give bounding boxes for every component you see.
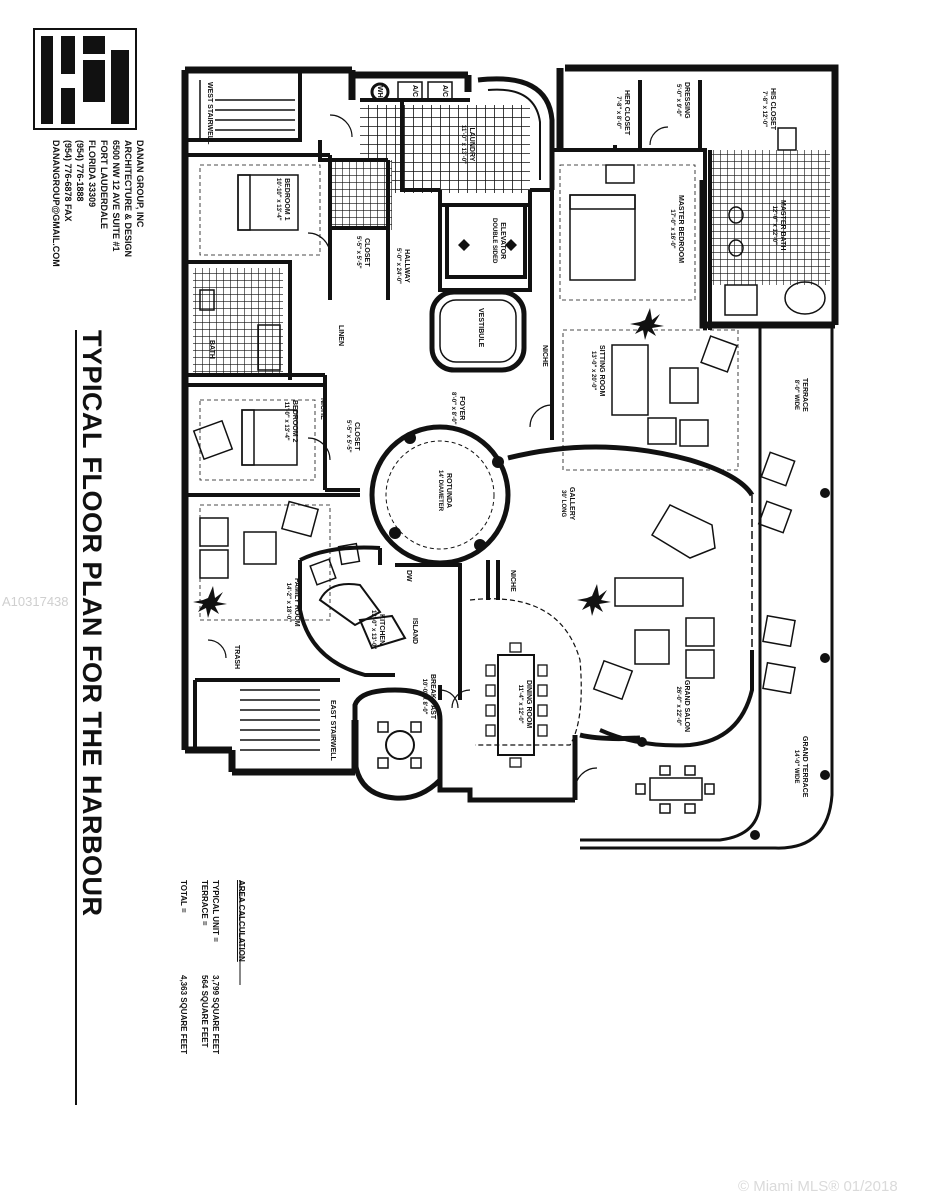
kitchen-name: KITCHEN (378, 614, 385, 646)
bedroom1-dim: 10'-10" x 13'-4" (275, 178, 281, 221)
area-row-total-value: 4,363 SQUARE FEET (179, 975, 188, 1055)
rotunda-name: ROTUNDA (445, 473, 452, 509)
hallway-dim: 5'-0" x 24'-0" (395, 248, 401, 284)
bedroom1-name: BEDROOM 1 (283, 178, 290, 221)
master-bedroom-label: MASTER BEDROOM 17'-0" x 16'-0" (668, 195, 684, 263)
niche-label-2: NICHE (541, 345, 548, 367)
grand-salon-label: GRAND SALON 26'-0" x 22'-0" (674, 680, 690, 732)
elevator-dim: DOUBLE SIDED (491, 218, 497, 264)
grand-terrace-name: GRAND TERRACE (801, 736, 808, 798)
area-row-unit-label: TYPICAL UNIT = (211, 880, 220, 942)
wh-label: WH (376, 86, 383, 98)
master-bath-dim: 12'-0" x 12'-0" (771, 205, 777, 245)
dining-room-dim: 11'-4" x 12'-0" (517, 684, 523, 724)
niche-label-1: NICHE (509, 570, 516, 592)
area-heading: AREA CALCULATION (237, 880, 246, 962)
her-closet-name: HER CLOSET (623, 90, 630, 136)
niche-label-3: NICHE (319, 398, 326, 420)
bedroom1-label: BEDROOM 1 10'-10" x 13'-4" (274, 178, 290, 221)
grand-terrace-label: GRAND TERRACE 14'-0" WIDE (792, 736, 808, 797)
grand-salon-dim: 26'-0" x 22'-0" (675, 686, 681, 726)
rotunda-label: ROTUNDA 14' DIAMETER (436, 470, 452, 511)
grand-salon-name: GRAND SALON (683, 680, 690, 733)
bedroom2-label: BEDROOM 2 11'-0" x 13'-4" (282, 400, 298, 442)
closet1-label: CLOSET 5'-5" x 5'-5" (354, 236, 370, 269)
hallway-name: HALLWAY (403, 249, 410, 283)
gallery-dim: 30' LONG (560, 490, 566, 518)
bedroom2-name: BEDROOM 2 (291, 400, 298, 443)
master-bath-label: MASTER BATH 12'-0" x 12'-0" (770, 200, 786, 250)
linen-label: LINEN (337, 325, 344, 346)
sitting-room-label: SITTING ROOM 13'-0" x 20'-0" (589, 345, 605, 396)
his-closet-label: HIS CLOSET 7'-8" x 12'-0" (760, 88, 776, 130)
dressing-name: DRESSING (683, 82, 690, 119)
kitchen-label: KITCHEN 13'-0" x 13'-0" (369, 610, 385, 649)
terrace-dim: 8'-0" WIDE (793, 379, 799, 411)
mls-copyright-stamp: © Miami MLS® 01/2018 (738, 1178, 898, 1195)
laundry-dim: 11'-0" x 13'-0" (460, 125, 466, 164)
closet-tile (332, 160, 392, 230)
rotunda-dim: 14' DIAMETER (437, 470, 443, 512)
ac-label-1: A/C (411, 85, 418, 98)
area-row-terrace-value: 564 SQUARE FEET (200, 975, 209, 1048)
foyer-label: FOYER 8'-0" x 8'-0" (449, 392, 465, 425)
breakfast-label: BREAK-FAST 10'-0" x 8'-0" (420, 674, 436, 719)
gallery-label: GALLERY 30' LONG (559, 487, 575, 520)
bath-tile (193, 268, 283, 373)
bedroom2-dim: 11'-0" x 13'-4" (283, 401, 289, 441)
closet1-name: CLOSET (363, 238, 370, 267)
terrace-name: TERRACE (801, 378, 808, 412)
listing-id-stamp: A10317438 (2, 594, 69, 609)
his-closet-name: HIS CLOSET (769, 88, 776, 131)
west-stairwell-label: WEST STAIRWELL (206, 82, 213, 145)
laundry-label: LAUNDRY 11'-0" x 13'-0" (459, 125, 475, 164)
east-stairwell-label: EAST STAIRWELL (329, 700, 336, 761)
dressing-dim: 5'-0" x 9'-0" (675, 84, 681, 117)
laundry-name: LAUNDRY (468, 127, 475, 162)
foyer-dim: 8'-0" x 8'-0" (450, 392, 456, 425)
dining-room-name: DINING ROOM (525, 680, 532, 729)
title-rule (75, 330, 77, 1105)
closet2-label: CLOSET 5'-5" x 5'-5" (344, 420, 360, 453)
firm-logo (33, 28, 137, 130)
bath-label: BATH (208, 340, 215, 359)
hallway-label: HALLWAY 5'-0" x 24'-0" (394, 248, 410, 284)
elevator-label: ELEVATOR DOUBLE SIDED (490, 218, 506, 263)
dw-label: DW (405, 570, 412, 582)
area-row-total-label: TOTAL = (179, 880, 188, 913)
trash-label: TRASH (233, 645, 240, 670)
master-bedroom-dim: 17'-0" x 16'-0" (669, 209, 675, 249)
master-bath-name: MASTER BATH (779, 200, 786, 251)
master-bath-tile (712, 150, 830, 285)
master-bedroom-name: MASTER BEDROOM (677, 195, 684, 264)
sitting-room-dim: 13'-0" x 20'-0" (590, 351, 596, 391)
closet2-dim: 5'-5" x 5'-5" (345, 420, 351, 453)
island-label: ISLAND (411, 618, 418, 645)
breakfast-dim: 10'-0" x 8'-0" (421, 678, 427, 715)
elevator-name: ELEVATOR (499, 222, 506, 260)
grand-terrace-dim: 14'-0" WIDE (793, 749, 799, 784)
closet1-dim: 5'-5" x 5'-5" (355, 236, 361, 269)
vestibule-label: VESTIBULE (477, 308, 484, 348)
breakfast-name: BREAK-FAST (429, 674, 436, 720)
closet2-name: CLOSET (353, 422, 360, 451)
his-closet-dim: 7'-8" x 12'-0" (761, 91, 767, 127)
dining-room-label: DINING ROOM 11'-4" x 12'-0" (516, 680, 532, 728)
family-room-label: FAMILY ROOM 14'-2" x 18'-0" (284, 578, 300, 627)
foyer-name: FOYER (458, 396, 465, 421)
sitting-room-name: SITTING ROOM (598, 345, 605, 397)
kitchen-dim: 13'-0" x 13'-0" (370, 610, 376, 650)
gallery-name: GALLERY (568, 487, 575, 521)
dressing-label: DRESSING 5'-0" x 9'-0" (674, 82, 690, 119)
ac-label-2: A/C (441, 85, 448, 98)
family-room-dim: 14'-2" x 18'-0" (285, 582, 291, 622)
area-row-unit-value: 3,799 SQUARE FEET (211, 975, 220, 1055)
her-closet-label: HER CLOSET 7'-8" x 8'-0" (614, 90, 630, 135)
family-room-name: FAMILY ROOM (293, 578, 300, 627)
area-row-terrace-label: TERRACE = (200, 880, 209, 926)
her-closet-dim: 7'-8" x 8'-0" (615, 96, 621, 129)
terrace-label: TERRACE 8'-0" WIDE (792, 378, 808, 412)
